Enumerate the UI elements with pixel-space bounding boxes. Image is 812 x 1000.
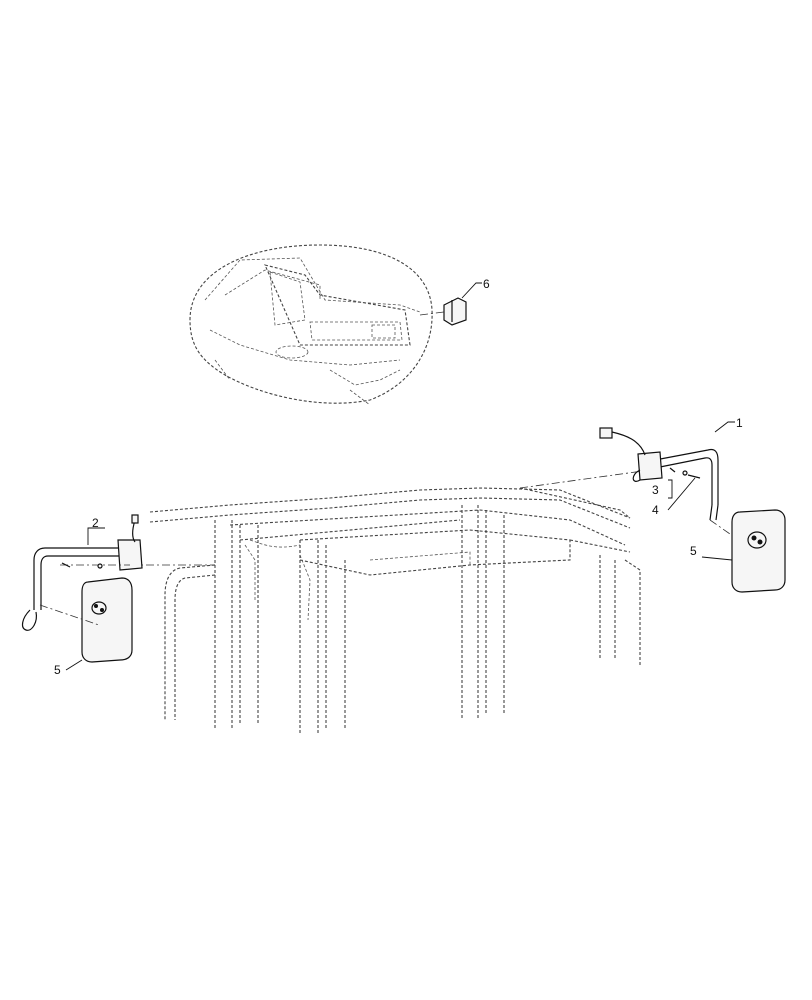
callout-label-4: 4 [652,503,659,517]
callout-label-6: 6 [483,277,490,291]
callout-2: 2 [87,516,105,545]
callout-4: 4 [652,477,696,517]
detail-view-headliner [189,244,433,406]
callout-3: 3 [652,479,673,499]
part-3-4-fasteners [669,467,701,479]
part-6-switch [419,297,467,326]
callout-label-5-right: 5 [690,544,697,558]
callout-1: 1 [714,416,743,433]
callout-6: 6 [461,277,490,299]
part-1-right-mirror-arm [599,427,761,556]
callout-5-left: 5 [54,659,83,677]
part-2-left-mirror-arm [21,514,143,631]
callout-5-right: 5 [690,544,733,561]
callout-label-3: 3 [652,483,659,497]
canopy-frame [130,469,651,735]
part-5-left-mirror [39,577,133,663]
callout-label-1: 1 [736,416,743,430]
part-5-right-mirror [731,509,786,593]
callout-label-2: 2 [92,516,99,530]
callout-label-5-left: 5 [54,663,61,677]
